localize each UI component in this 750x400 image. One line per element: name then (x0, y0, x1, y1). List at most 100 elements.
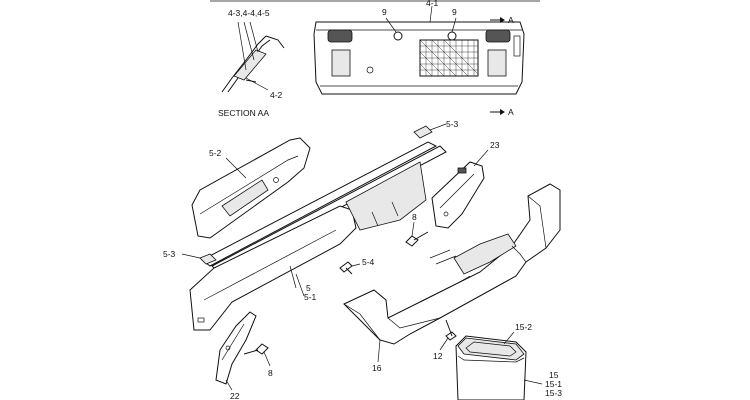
lower-trim-rear-section (345, 161, 427, 231)
screw-12-head (445, 331, 457, 341)
duct-16-top-face (453, 233, 517, 275)
box-15-assembly (455, 331, 543, 400)
bolt-8-mid-head (405, 235, 419, 247)
duct-16-ribs (429, 249, 457, 265)
leader-5-3-top (429, 123, 447, 131)
clip-9-right (447, 31, 457, 41)
bolt-8-bottom-shank (243, 349, 259, 355)
leader-16 (377, 339, 381, 363)
label-22: 22 (230, 391, 240, 400)
leader-9-left (385, 17, 397, 33)
screw-5-4 (339, 261, 361, 275)
left-speaker-grille (327, 29, 353, 43)
leader-12 (439, 337, 449, 351)
label-15: 15 (549, 370, 559, 380)
leader-5 (289, 265, 297, 289)
storage-net (419, 39, 479, 77)
section-letter-bottom: A (508, 107, 514, 117)
trim-panel-5-2-hole (273, 177, 279, 183)
bracket-23-hole (443, 211, 449, 217)
bracket-23 (431, 149, 489, 229)
trim-panel-5-2-inner-edge (199, 155, 299, 215)
clip-5-3-left (181, 253, 217, 265)
right-edge-bracket (513, 35, 521, 57)
strip-top-rail (201, 141, 438, 267)
leader-15-1 (523, 379, 543, 385)
screw-5-4-shank (345, 267, 353, 275)
upper-trim-panel-5-2 (191, 137, 311, 239)
label-5-3-left: 5-3 (163, 249, 176, 259)
bracket-22-body (215, 311, 257, 385)
leader-5-1 (295, 273, 305, 297)
box-15-inner-rim (465, 341, 517, 357)
bolt-8-bottom-head (255, 343, 269, 355)
bolt-8-mid-shank (413, 231, 429, 241)
leader-4-3-a (237, 21, 247, 71)
duct-16-upper-seam (419, 275, 471, 303)
duct-16-riser-edge (527, 195, 547, 249)
leader-23 (473, 149, 489, 167)
section-top-lip (265, 35, 285, 49)
label-4-1: 4-1 (426, 0, 439, 8)
clip-5-3-top (413, 123, 447, 139)
bracket-22-fold (221, 323, 245, 361)
leader-4-2 (245, 77, 269, 91)
duct-16-lower-seam (387, 317, 441, 329)
section-letter-top: A (508, 15, 514, 25)
panel-hole (366, 66, 374, 74)
bolt-8-mid (405, 221, 429, 247)
screw-5-4-head (339, 261, 353, 273)
label-15-1: 15-1 (545, 379, 562, 389)
label-15-3: 15-3 (545, 388, 562, 398)
leader-4-3-b (243, 21, 255, 61)
label-16: 16 (372, 363, 382, 373)
leader-5-4 (351, 263, 361, 267)
lower-trim-rear-ribs (371, 201, 399, 227)
bracket-23-body (431, 161, 485, 229)
right-side-panel (487, 49, 507, 77)
leader-8-bottom (263, 351, 271, 367)
leader-9-right (451, 17, 457, 33)
air-duct-16 (343, 183, 561, 363)
label-8-mid: 8 (412, 212, 417, 222)
bracket-22 (215, 311, 257, 391)
lower-trim-inner-line (203, 229, 337, 301)
leader-15-2 (503, 331, 515, 345)
box-15-gasket (457, 337, 525, 361)
label-5-2: 5-2 (209, 148, 222, 158)
lower-trim-panel-5-1 (189, 205, 357, 331)
bracket-23-fold (439, 173, 475, 209)
trim-panel-5-2-window (221, 179, 269, 217)
leader-4-3-c (249, 21, 259, 53)
screw-12 (439, 319, 457, 351)
section-arrow-bottom (490, 109, 505, 115)
right-speaker-grille (485, 29, 511, 43)
long-strip-assembly-5 (189, 141, 447, 331)
lower-trim-clip-slot (197, 317, 205, 323)
rear-panel-assembly (313, 5, 525, 95)
clip-5-3-left-body (199, 253, 217, 265)
label-5-1: 5-1 (304, 292, 317, 302)
clip-5-3-top-body (413, 125, 433, 139)
label-8-bottom: 8 (268, 368, 273, 378)
left-side-panel (331, 49, 351, 77)
section-trim-piece (233, 49, 267, 81)
section-aa-detail (221, 21, 285, 93)
storage-net-diagonals (419, 39, 479, 77)
duct-16-riser-fold (511, 245, 527, 263)
section-title: SECTION AA (218, 108, 269, 118)
section-arrow-bottom-head (500, 109, 505, 115)
label-12: 12 (433, 351, 443, 361)
bracket-23-tab (457, 167, 467, 174)
label-4-2: 4-2 (270, 90, 283, 100)
leader-4-1 (429, 5, 433, 23)
label-23: 23 (490, 140, 500, 150)
duct-16-body (343, 183, 561, 345)
section-arrow-top (490, 17, 505, 23)
bolt-8-bottom (243, 343, 271, 367)
clip-9-left (393, 31, 403, 41)
section-arrow-top-head (500, 17, 505, 23)
label-5-3-top: 5-3 (446, 119, 459, 129)
leader-5-3-left (181, 253, 201, 259)
